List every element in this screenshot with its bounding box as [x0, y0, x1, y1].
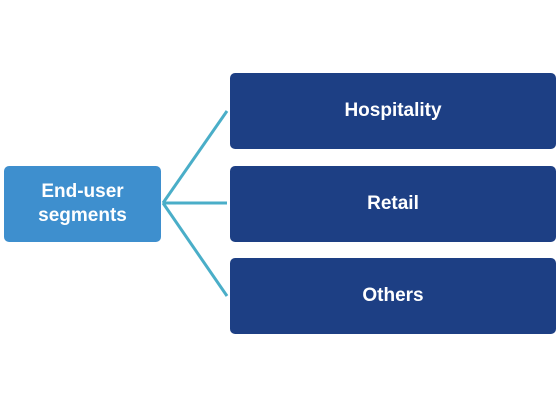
child-node-others: Others [230, 258, 556, 334]
connector-others [161, 202, 229, 297]
root-node-end-user-segments: End-user segments [4, 166, 161, 242]
child-node-label: Hospitality [344, 100, 442, 121]
connector-hospitality [161, 110, 229, 204]
root-node-label: End-user segments [38, 181, 127, 226]
child-node-label: Others [362, 285, 424, 306]
child-node-label: Retail [367, 193, 419, 214]
child-node-hospitality: Hospitality [230, 73, 556, 149]
child-node-retail: Retail [230, 166, 556, 242]
